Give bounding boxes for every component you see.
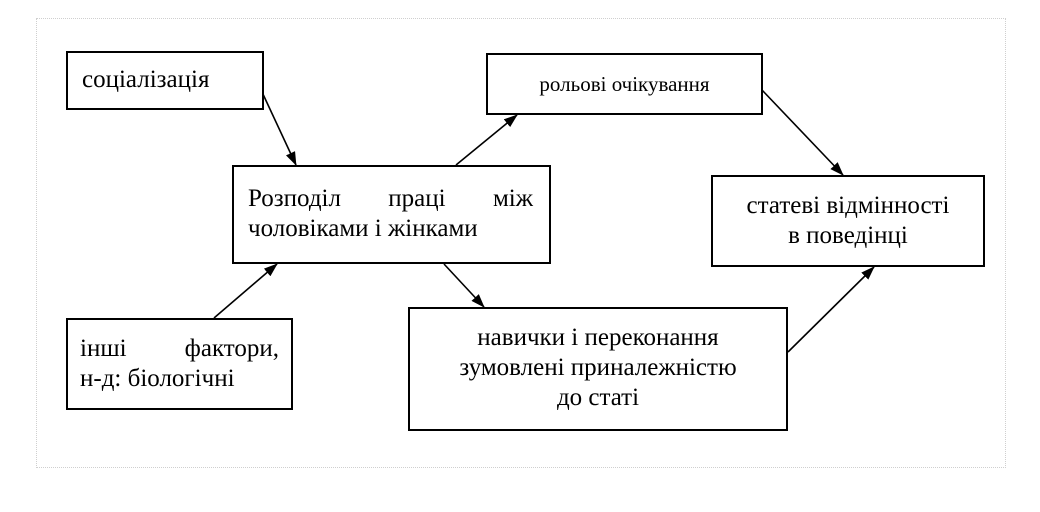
other-factors-line-1: інші фактори,	[80, 335, 279, 362]
sex-differences-line-1: статеві відмінності	[746, 192, 950, 219]
socialization-box: соціалізація	[66, 51, 264, 110]
skills-beliefs-line-3: до статі	[556, 384, 640, 411]
division-of-labor-box: Розподіл праці між чоловіками і жінками	[232, 165, 551, 264]
arrow-labor-to-skills	[443, 263, 485, 308]
arrow-socialization-to-labor	[261, 91, 297, 166]
arrow-skills-to-sex-differences	[787, 266, 875, 353]
skills-beliefs-box: навички і переконання зумовлені приналеж…	[408, 307, 788, 431]
arrow-labor-to-role-expectations	[455, 114, 518, 166]
sex-differences-line-2: в поведінці	[788, 222, 908, 249]
skills-beliefs-line-2: зумовлені приналежністю	[459, 354, 737, 381]
diagram-frame	[36, 18, 1006, 468]
sex-differences-box: статеві відмінності в поведінці	[711, 175, 985, 267]
arrow-other-factors-to-labor	[213, 263, 278, 319]
skills-beliefs-line-1: навички і переконання	[477, 324, 719, 351]
other-factors-line-2: н-д: біологічні	[80, 365, 235, 392]
division-of-labor-line-1: Розподіл праці між	[248, 185, 533, 212]
socialization-label: соціалізація	[82, 66, 210, 93]
division-of-labor-line-2: чоловіками і жінками	[248, 215, 478, 242]
other-factors-box: інші фактори, н-д: біологічні	[66, 318, 293, 410]
role-expectations-box: рольові очікування	[486, 53, 763, 115]
role-expectations-label: рольові очікування	[539, 72, 710, 96]
arrow-role-expectations-to-sex-differences	[761, 89, 844, 176]
